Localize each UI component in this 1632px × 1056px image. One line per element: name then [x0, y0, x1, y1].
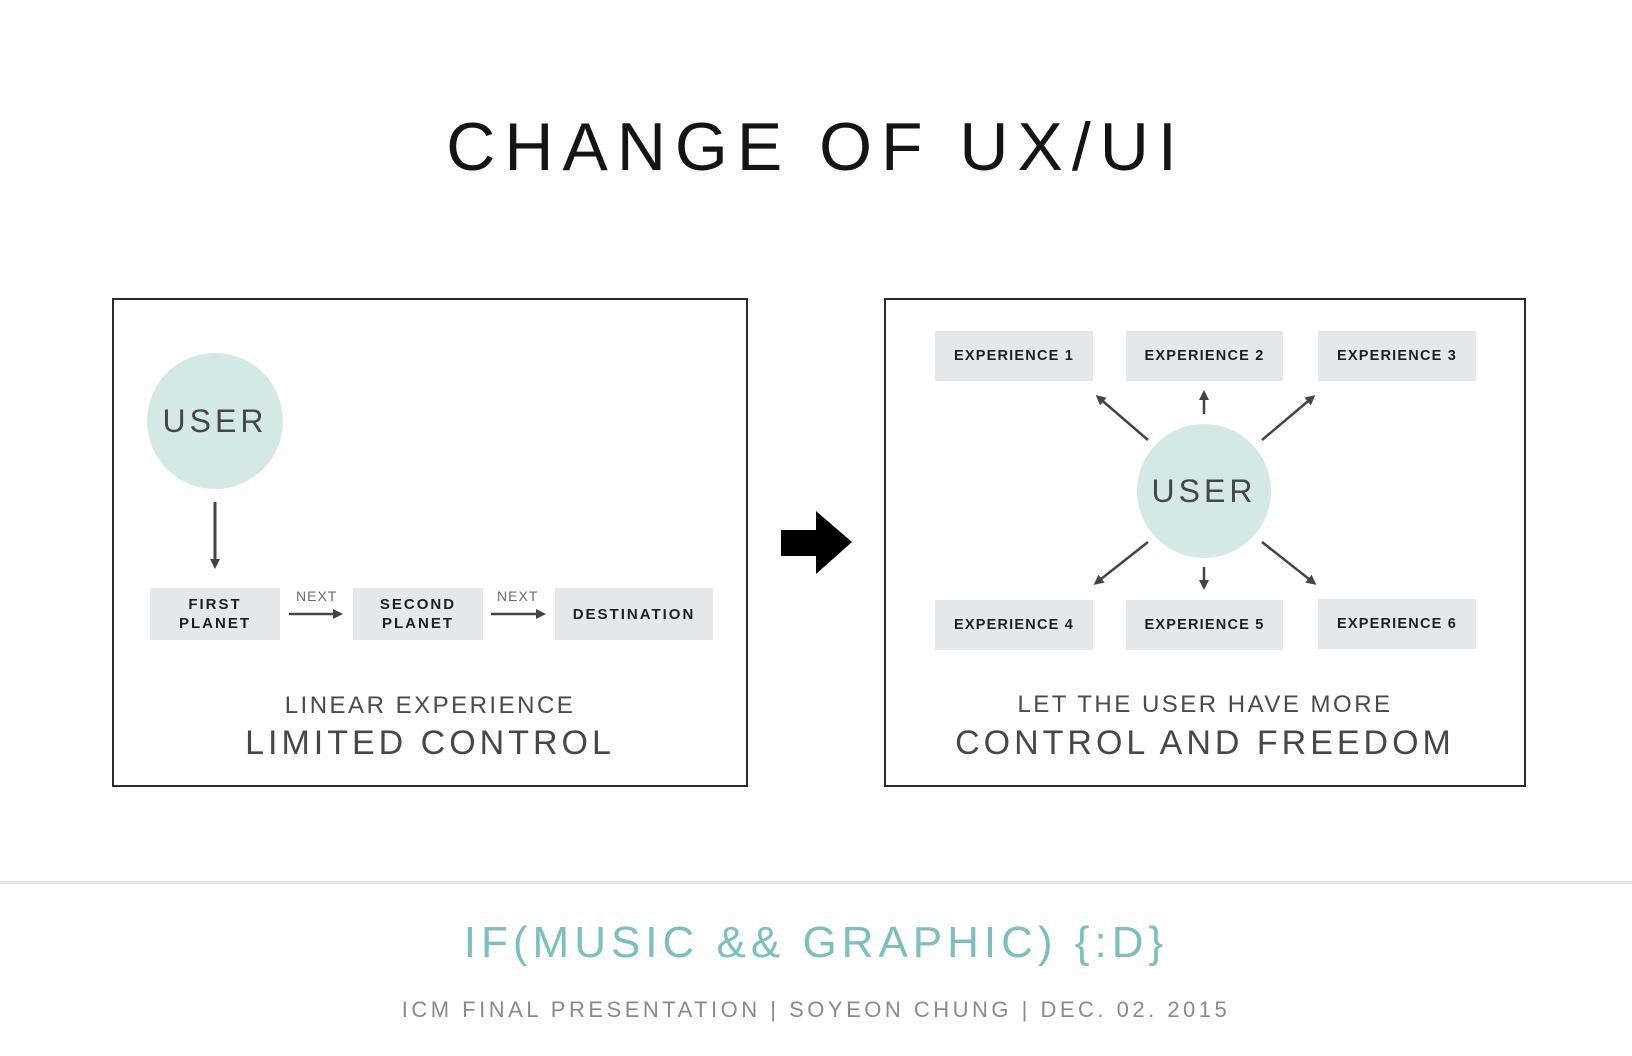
experience-3-label: EXPERIENCE 3 — [1337, 347, 1457, 364]
footer-credits: ICM FINAL PRESENTATION | SOYEON CHUNG | … — [401, 997, 1231, 1022]
experience-2-label: EXPERIENCE 2 — [1144, 347, 1265, 364]
slide-title: CHANGE OF UX/UI — [446, 109, 1186, 185]
next-label-1: NEXT — [296, 588, 338, 604]
step-first-planet: FIRST PLANET — [150, 588, 280, 640]
next-label-2: NEXT — [497, 588, 539, 604]
footer-divider — [0, 881, 1632, 884]
experience-4-box: EXPERIENCE 4 — [935, 600, 1093, 650]
left-caption-small: LINEAR EXPERIENCE — [284, 692, 576, 719]
step-second-planet: SECOND PLANET — [353, 588, 483, 640]
experience-1-label: EXPERIENCE 1 — [954, 347, 1074, 364]
left-caption-large: LIMITED CONTROL — [245, 724, 615, 762]
experience-2-box: EXPERIENCE 2 — [1126, 331, 1283, 381]
left-user-label: USER — [162, 402, 268, 439]
experience-4-label: EXPERIENCE 4 — [954, 616, 1074, 633]
step-first-planet-label: FIRST PLANET — [179, 596, 251, 632]
experience-5-label: EXPERIENCE 5 — [1144, 616, 1265, 633]
step-destination-label: DESTINATION — [572, 605, 696, 623]
left-user-circle: USER — [147, 353, 283, 489]
experience-5-box: EXPERIENCE 5 — [1126, 600, 1283, 650]
experience-3-box: EXPERIENCE 3 — [1318, 331, 1476, 381]
arrow-to-experience-1 — [1095, 395, 1149, 441]
experience-6-label: EXPERIENCE 6 — [1337, 615, 1457, 632]
arrow-to-experience-6 — [1261, 541, 1317, 585]
right-user-circle: USER — [1137, 424, 1271, 558]
experience-6-box: EXPERIENCE 6 — [1318, 599, 1476, 649]
footer-project-title: IF(MUSIC && GRAPHIC) {:D} — [463, 918, 1169, 967]
transition-arrow-icon — [781, 511, 852, 574]
right-caption-large: CONTROL AND FREEDOM — [955, 724, 1455, 762]
arrow-to-experience-4 — [1093, 541, 1149, 585]
step-second-planet-label: SECOND PLANET — [379, 596, 457, 632]
right-caption-small: LET THE USER HAVE MORE — [1017, 691, 1393, 718]
arrow-to-experience-3 — [1261, 395, 1316, 441]
right-user-label: USER — [1151, 472, 1257, 509]
experience-1-box: EXPERIENCE 1 — [935, 331, 1093, 381]
step-destination: DESTINATION — [555, 588, 713, 640]
